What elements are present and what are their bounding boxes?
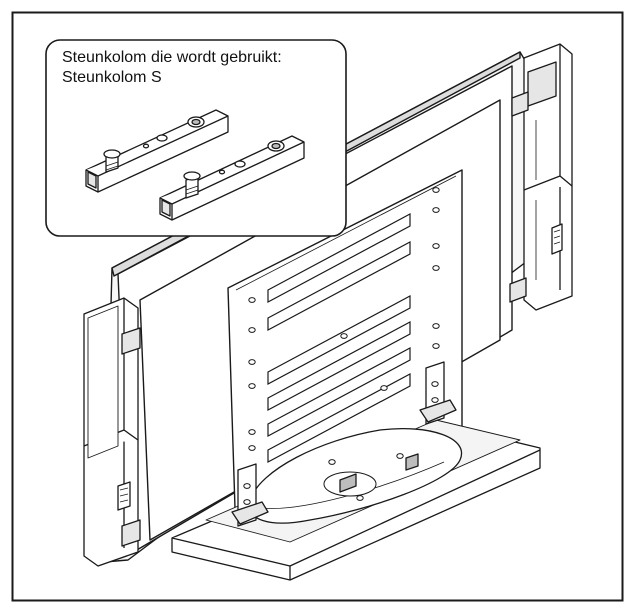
stand-base: [171, 419, 541, 581]
right-speaker: [509, 43, 573, 311]
callout-heading: Steunkolom die wordt gebruikt:: [62, 49, 282, 66]
left-speaker: [83, 297, 141, 567]
support-column-left: [85, 109, 229, 193]
callout-part-name: Steunkolom S: [62, 69, 162, 86]
stand-posts: [231, 361, 457, 527]
callout-text: Steunkolom die wordt gebruikt: Steunkolo…: [62, 48, 282, 88]
vent-slots: [267, 212, 411, 464]
support-column-right: [159, 135, 305, 221]
